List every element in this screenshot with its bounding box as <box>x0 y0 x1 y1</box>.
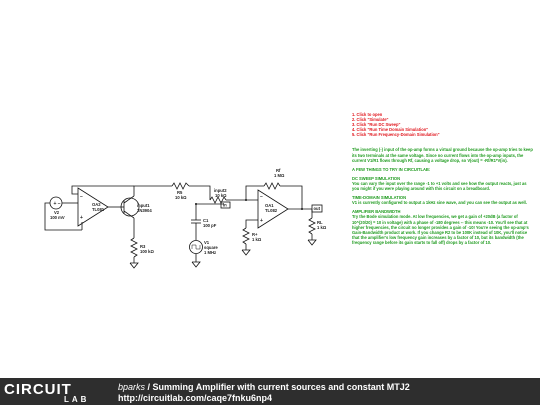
rplus-resistor-symbol[interactable] <box>242 227 250 245</box>
r3-name: R3 <box>140 244 146 249</box>
amp-heading: AMPLIFIER BANDWIDTH <box>352 209 401 215</box>
circuit-title: Summing Amplifier with current sources a… <box>152 382 410 392</box>
oa2-part: TL081 <box>92 207 105 212</box>
schematic-diagram: + − V2 100 mV − + OA2 TL081 input1 2N390… <box>44 168 327 269</box>
oa2-name: OA2 <box>92 202 101 207</box>
node-out-label: out <box>314 206 321 211</box>
r5-resistor-symbol[interactable] <box>171 182 190 190</box>
oa1-part: TL082 <box>265 208 278 213</box>
time-text: V1 is currently configured to output a 1… <box>352 200 527 206</box>
rf-value: 1 MΩ <box>274 173 285 178</box>
footer-bar: CIRCUIT LAB bparks / Summing Amplifier w… <box>0 378 540 405</box>
logo-text-top: CIRCUIT <box>4 381 72 398</box>
c1-name: C1 <box>203 218 209 223</box>
ground-symbol <box>241 249 251 256</box>
step-simulate[interactable]: 2. Click "Simulate" <box>352 117 389 123</box>
dc-text: You can vary the input over the range -1… <box>352 180 527 192</box>
svg-text:−: − <box>80 194 83 200</box>
rf-resistor-symbol[interactable] <box>263 182 281 190</box>
circuit-url[interactable]: http://circuitlab.com/caqe7fnku6np4 <box>118 393 273 403</box>
rf-name: Rf <box>276 168 281 173</box>
v1-line2: 1 MHz <box>204 250 216 255</box>
logo-text-bottom: LAB <box>64 395 90 404</box>
svg-text:+: + <box>80 215 83 221</box>
r5-name: R5 <box>177 190 183 195</box>
r3-resistor-symbol[interactable] <box>130 237 138 258</box>
node-in-label: in <box>223 203 227 208</box>
ground-symbol <box>307 239 317 246</box>
ground-symbol <box>191 261 201 268</box>
r5-value: 10 kΩ <box>175 195 187 200</box>
amp-text: Try the Bode simulation mode. At low fre… <box>352 214 529 245</box>
ground-symbol <box>129 262 139 269</box>
rplus-value: 1 kΩ <box>252 237 262 242</box>
schematic-canvas[interactable]: + − V2 100 mV − + OA2 TL081 input1 2N390… <box>0 0 540 378</box>
circuit-title-line: bparks / Summing Amplifier with current … <box>118 382 410 392</box>
v1-line1: square <box>204 245 218 250</box>
rl-resistor-symbol[interactable] <box>308 217 316 235</box>
step-frequency-domain[interactable]: 5. Click "Run Frequency-Domain Simulatio… <box>352 132 440 138</box>
circuitlab-logo[interactable]: CIRCUIT LAB <box>4 382 104 404</box>
node-out-flag[interactable] <box>311 204 323 213</box>
r3-value: 100 kΩ <box>140 249 154 254</box>
input2-name: input2 <box>214 188 227 193</box>
intro-text: The inverting (-) input of the op-amp fo… <box>352 147 533 163</box>
oa1-name: OA1 <box>265 203 274 208</box>
svg-text:−: − <box>260 194 263 200</box>
v1-source-symbol[interactable] <box>189 240 203 254</box>
things-heading: A FEW THINGS TO TRY IN CIRCUITLAB: <box>352 166 431 172</box>
input2-resistor-symbol[interactable] <box>209 196 227 204</box>
rl-name: RL <box>317 220 323 225</box>
svg-text:+ −: + − <box>54 201 61 207</box>
v1-name: V1 <box>204 240 210 245</box>
time-heading: TIME-DOMAIN SIMULATION <box>352 195 407 201</box>
step-open[interactable]: 1. Click to open <box>352 112 383 117</box>
oa2-opamp-symbol[interactable] <box>77 187 109 227</box>
rl-value: 1 kΩ <box>317 225 327 230</box>
title-separator: / <box>145 382 153 392</box>
step-dc-sweep[interactable]: 3. Click "Run DC Sweep" <box>352 122 401 128</box>
instructions-panel: 1. Click to open 2. Click "Simulate" 3. … <box>352 112 534 249</box>
input1-transistor-symbol[interactable] <box>120 197 140 217</box>
oa1-opamp-symbol[interactable] <box>257 189 289 229</box>
c1-value: 100 pF <box>203 223 217 228</box>
rplus-name: R+ <box>252 232 258 237</box>
dc-heading: DC SWEEP SIMULATION <box>352 175 401 181</box>
step-time-domain[interactable]: 4. Click "Run Time Domain Simulation" <box>352 127 429 133</box>
input2-value: 10 kΩ <box>215 193 227 198</box>
v2-name: V2 <box>54 210 60 215</box>
input1-part: 2N3904 <box>137 208 152 213</box>
svg-text:+: + <box>260 218 263 224</box>
node-in-flag[interactable] <box>220 201 231 209</box>
v2-value: 100 mV <box>50 215 65 220</box>
author-link[interactable]: bparks <box>118 382 146 392</box>
input1-name: input1 <box>137 203 150 208</box>
